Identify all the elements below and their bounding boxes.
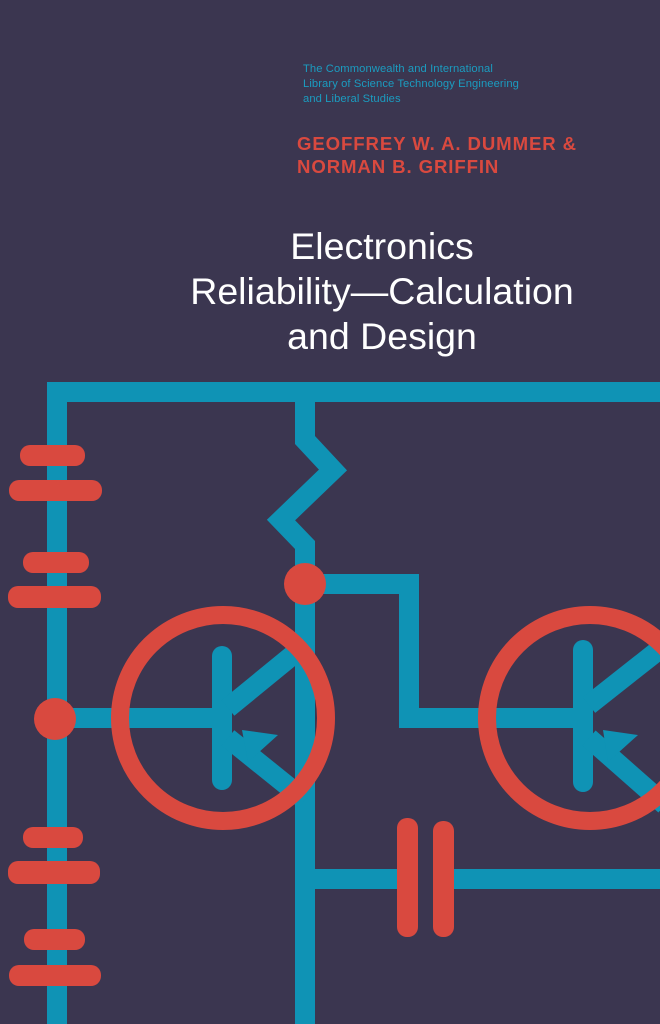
junction-dot-base xyxy=(34,698,76,740)
junction-dot-resistor xyxy=(284,563,326,605)
title-line: Electronics xyxy=(290,225,474,267)
author-line: GEOFFREY W. A. DUMMER & xyxy=(297,133,577,154)
battery-icon-bottom xyxy=(8,827,101,986)
wire-top-rail xyxy=(47,382,660,1024)
author-names: GEOFFREY W. A. DUMMER & NORMAN B. GRIFFI… xyxy=(297,132,577,178)
book-title: Electronics Reliability—Calculation and … xyxy=(100,224,660,359)
wire-to-transistor-2-base xyxy=(305,574,583,728)
author-line: NORMAN B. GRIFFIN xyxy=(297,156,500,177)
transistor-2-icon xyxy=(478,606,660,830)
capacitor-icon xyxy=(397,818,454,937)
battery-icon-top xyxy=(8,445,102,608)
series-line: The Commonwealth and International xyxy=(303,63,493,75)
title-line: and Design xyxy=(287,315,477,357)
transistor-1-icon xyxy=(111,606,335,830)
series-line: and Liberal Studies xyxy=(303,93,401,105)
resistor-icon xyxy=(266,392,348,1024)
series-line: Library of Science Technology Engineerin… xyxy=(303,78,519,90)
series-name: The Commonwealth and International Libra… xyxy=(303,62,519,107)
title-line: Reliability—Calculation xyxy=(190,270,574,312)
